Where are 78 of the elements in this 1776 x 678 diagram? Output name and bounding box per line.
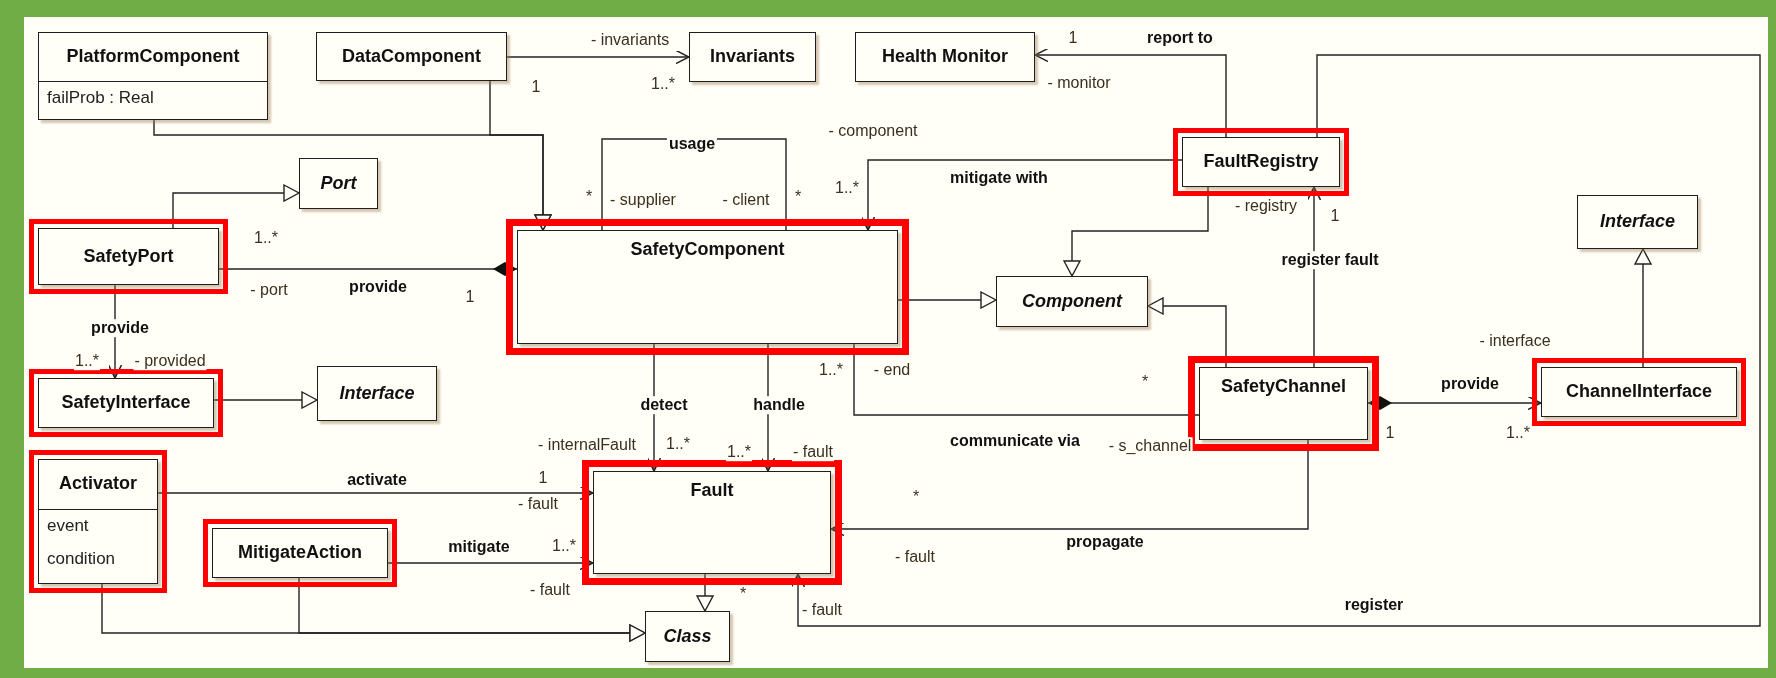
generalization-arrow bbox=[1147, 297, 1227, 368]
class-box bbox=[996, 276, 1148, 327]
role-name: - port bbox=[249, 281, 289, 299]
class-box bbox=[855, 32, 1035, 82]
role-name: - component bbox=[827, 122, 919, 140]
class-box bbox=[38, 459, 158, 584]
class-name: Component bbox=[1022, 290, 1122, 312]
composition-line bbox=[1367, 395, 1542, 411]
composition-line bbox=[218, 262, 518, 276]
class-name: SafetyInterface bbox=[61, 392, 191, 413]
class-name: FaultRegistry bbox=[1203, 151, 1319, 172]
class-box bbox=[316, 32, 507, 81]
association-name: propagate bbox=[1064, 533, 1146, 551]
class-name: MitigateAction bbox=[238, 542, 362, 563]
class-name: Fault bbox=[690, 480, 734, 501]
role-name: - s_channel bbox=[1107, 437, 1193, 455]
class-box bbox=[1199, 367, 1368, 440]
association-arrow bbox=[1306, 186, 1322, 368]
class-box bbox=[1541, 367, 1737, 417]
class-name: Port bbox=[320, 172, 357, 194]
association-name: register bbox=[1342, 596, 1406, 614]
class-name: PlatformComponent bbox=[66, 45, 240, 67]
class-box bbox=[212, 528, 388, 578]
attribute-text: event bbox=[47, 516, 89, 536]
association-arrow bbox=[387, 555, 594, 571]
association-name: provide bbox=[89, 319, 151, 337]
class-box bbox=[38, 32, 268, 120]
generalization-arrow bbox=[172, 184, 300, 229]
class-name: Health Monitor bbox=[882, 46, 1008, 67]
class-box bbox=[38, 378, 214, 428]
association-name: usage bbox=[666, 135, 718, 153]
association-name: register fault bbox=[1279, 251, 1381, 269]
generalization-arrow bbox=[213, 391, 318, 409]
generalization-arrow bbox=[298, 577, 646, 642]
class-name: Activator bbox=[59, 473, 137, 494]
class-box bbox=[517, 230, 898, 344]
association-name: report to bbox=[1145, 29, 1215, 47]
generalization-arrow bbox=[1634, 248, 1652, 368]
class-name: SafetyComponent bbox=[630, 239, 785, 260]
role-name: - fault bbox=[792, 443, 834, 461]
association-arrow bbox=[790, 54, 1761, 627]
class-name: SafetyChannel bbox=[1220, 376, 1346, 397]
class-box bbox=[593, 471, 831, 574]
class-name: SafetyPort bbox=[83, 245, 174, 267]
generalization-arrow bbox=[489, 80, 552, 231]
association-line bbox=[853, 343, 1200, 416]
class-name: ChannelInterface bbox=[1565, 381, 1712, 402]
attribute-text: failProb : Real bbox=[47, 88, 154, 108]
class-box bbox=[317, 366, 437, 421]
role-name: - supplier bbox=[609, 191, 677, 209]
class-box bbox=[689, 32, 816, 82]
class-box bbox=[1577, 195, 1698, 249]
association-name: mitigate bbox=[446, 538, 512, 556]
association-arrow bbox=[157, 485, 594, 501]
class-name: DataComponent bbox=[342, 45, 481, 67]
association-name: mitigate with bbox=[948, 169, 1050, 187]
association-arrow bbox=[506, 49, 690, 65]
association-arrow bbox=[860, 159, 1183, 231]
class-box bbox=[38, 228, 219, 285]
association-name: detect bbox=[638, 396, 690, 414]
association-arrow bbox=[1034, 47, 1227, 138]
class-name: Class bbox=[663, 625, 712, 647]
association-name: provide bbox=[347, 278, 409, 296]
class-name: Interface bbox=[339, 382, 415, 404]
multiplicity: 1..* bbox=[74, 352, 100, 370]
association-name: provide bbox=[1439, 375, 1501, 393]
class-box bbox=[1182, 137, 1340, 187]
association-arrow bbox=[830, 439, 1309, 537]
multiplicity: 1..* bbox=[726, 443, 752, 461]
class-box bbox=[645, 611, 730, 662]
generalization-arrow bbox=[1063, 186, 1209, 277]
class-name: Interface bbox=[1599, 211, 1675, 232]
association-name: handle bbox=[751, 396, 807, 414]
generalization-arrow bbox=[696, 573, 714, 612]
class-name: Invariants bbox=[709, 46, 795, 67]
class-box bbox=[299, 158, 378, 209]
attribute-text: condition bbox=[47, 549, 116, 569]
generalization-arrow bbox=[897, 291, 997, 309]
